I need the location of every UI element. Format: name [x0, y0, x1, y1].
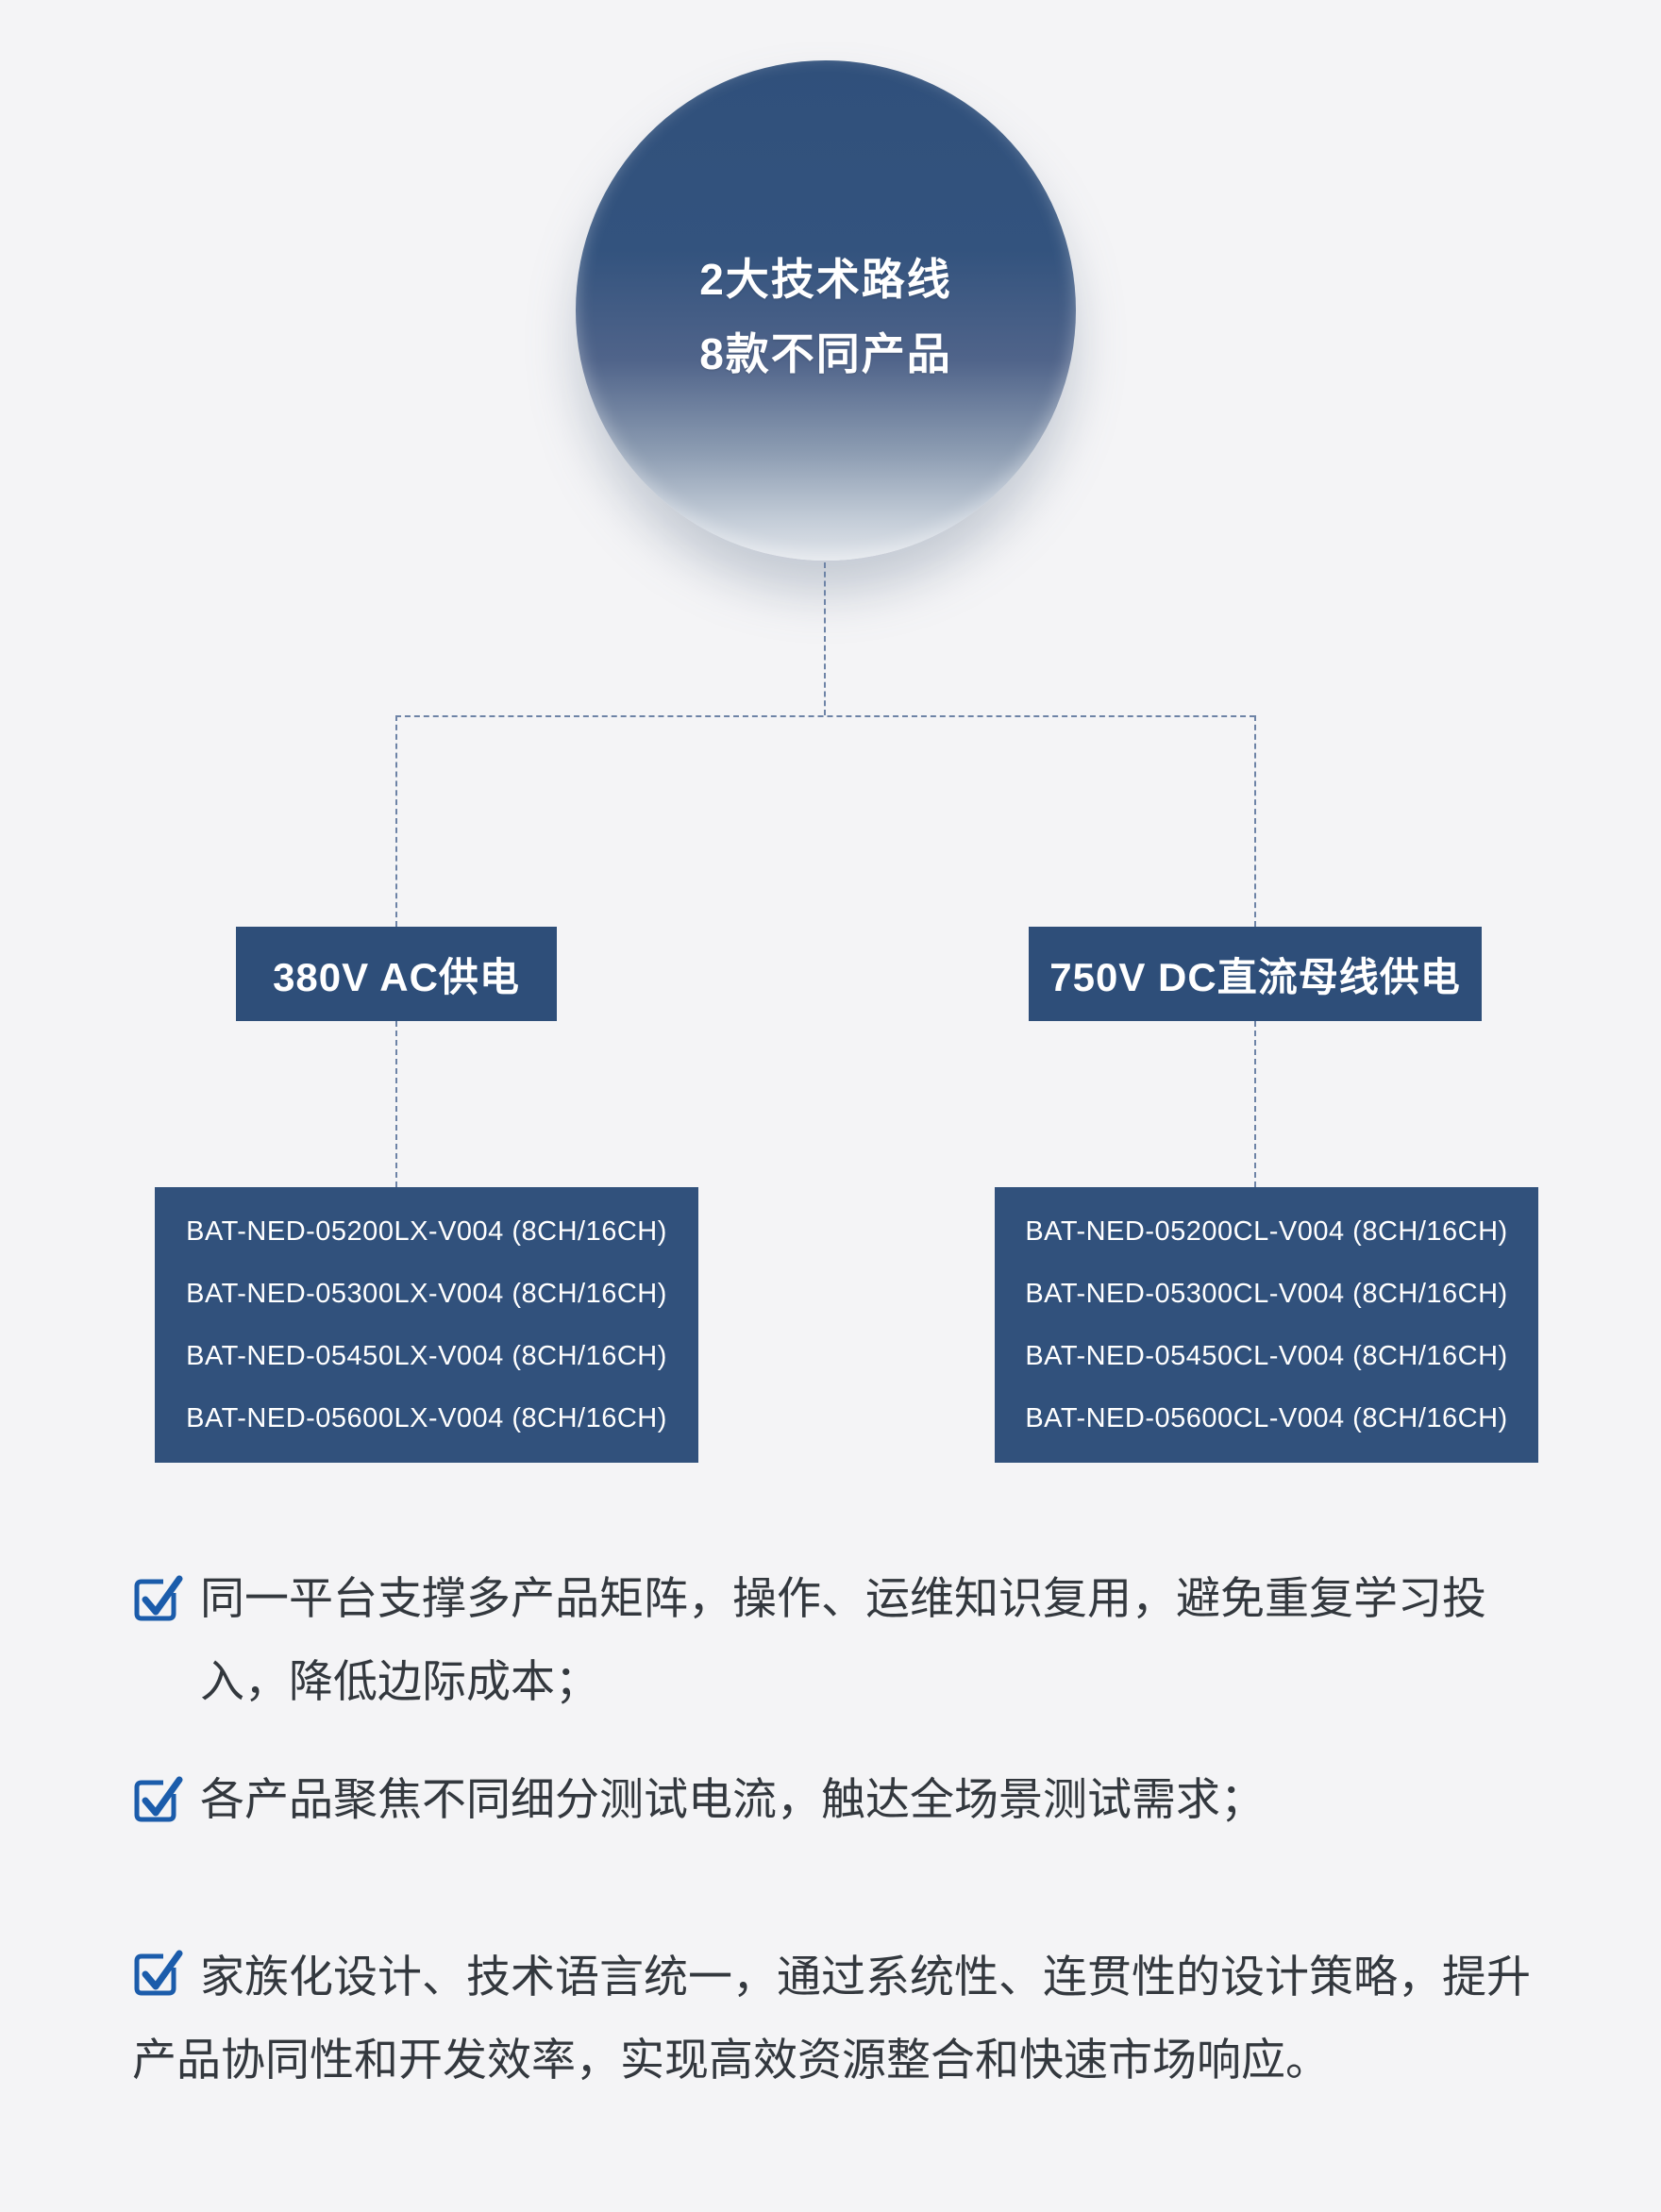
product-list-dc: BAT-NED-05200CL-V004 (8CH/16CH) BAT-NED-…	[995, 1187, 1538, 1463]
checkbox-check-icon	[134, 1575, 183, 1621]
product-item: BAT-NED-05450LX-V004 (8CH/16CH)	[186, 1341, 667, 1371]
bullet-text-3: 家族化设计、技术语言统一，通过系统性、连贯性的设计策略，提升 产品协同性和开发效…	[132, 1952, 1531, 2085]
product-item: BAT-NED-05600LX-V004 (8CH/16CH)	[186, 1403, 667, 1433]
root-title-line1: 2大技术路线	[699, 255, 952, 305]
product-item: BAT-NED-05200CL-V004 (8CH/16CH)	[1025, 1216, 1508, 1247]
bullet-item-2: 各产品聚焦不同细分测试电流，触达全场景测试需求；	[132, 1758, 1567, 1841]
connector-right-branch-lower	[1254, 1021, 1256, 1187]
product-item: BAT-NED-05600CL-V004 (8CH/16CH)	[1025, 1403, 1508, 1433]
bullet-text-1: 同一平台支撑多产品矩阵，操作、运维知识复用，避免重复学习投 入，降低边际成本；	[200, 1573, 1486, 1706]
checkbox-check-icon	[134, 1776, 183, 1822]
product-item: BAT-NED-05450CL-V004 (8CH/16CH)	[1025, 1341, 1508, 1371]
bullet-item-3: 家族化设计、技术语言统一，通过系统性、连贯性的设计策略，提升 产品协同性和开发效…	[132, 1936, 1642, 2102]
connector-main-horizontal	[395, 715, 1255, 717]
bullet-item-1: 同一平台支撑多产品矩阵，操作、运维知识复用，避免重复学习投 入，降低边际成本；	[132, 1557, 1567, 1723]
connector-right-branch-upper	[1254, 715, 1256, 927]
connector-left-branch-lower	[395, 1021, 397, 1187]
root-title-line2: 8款不同产品	[699, 329, 952, 378]
branch-header-dc: 750V DC直流母线供电	[1029, 927, 1482, 1021]
product-item: BAT-NED-05300CL-V004 (8CH/16CH)	[1025, 1279, 1508, 1309]
branch-header-dc-label: 750V DC直流母线供电	[1049, 954, 1461, 999]
connector-left-branch-upper	[395, 715, 397, 927]
product-item: BAT-NED-05300LX-V004 (8CH/16CH)	[186, 1279, 667, 1309]
root-node-circle: 2大技术路线 8款不同产品	[576, 60, 1076, 561]
connector-root-vertical	[824, 562, 826, 715]
checkbox-check-icon	[134, 1950, 183, 1996]
branch-header-ac: 380V AC供电	[236, 927, 557, 1021]
branch-header-ac-label: 380V AC供电	[273, 954, 520, 999]
product-item: BAT-NED-05200LX-V004 (8CH/16CH)	[186, 1216, 667, 1247]
product-list-ac: BAT-NED-05200LX-V004 (8CH/16CH) BAT-NED-…	[155, 1187, 698, 1463]
bullet-text-2: 各产品聚焦不同细分测试电流，触达全场景测试需求；	[200, 1774, 1265, 1824]
